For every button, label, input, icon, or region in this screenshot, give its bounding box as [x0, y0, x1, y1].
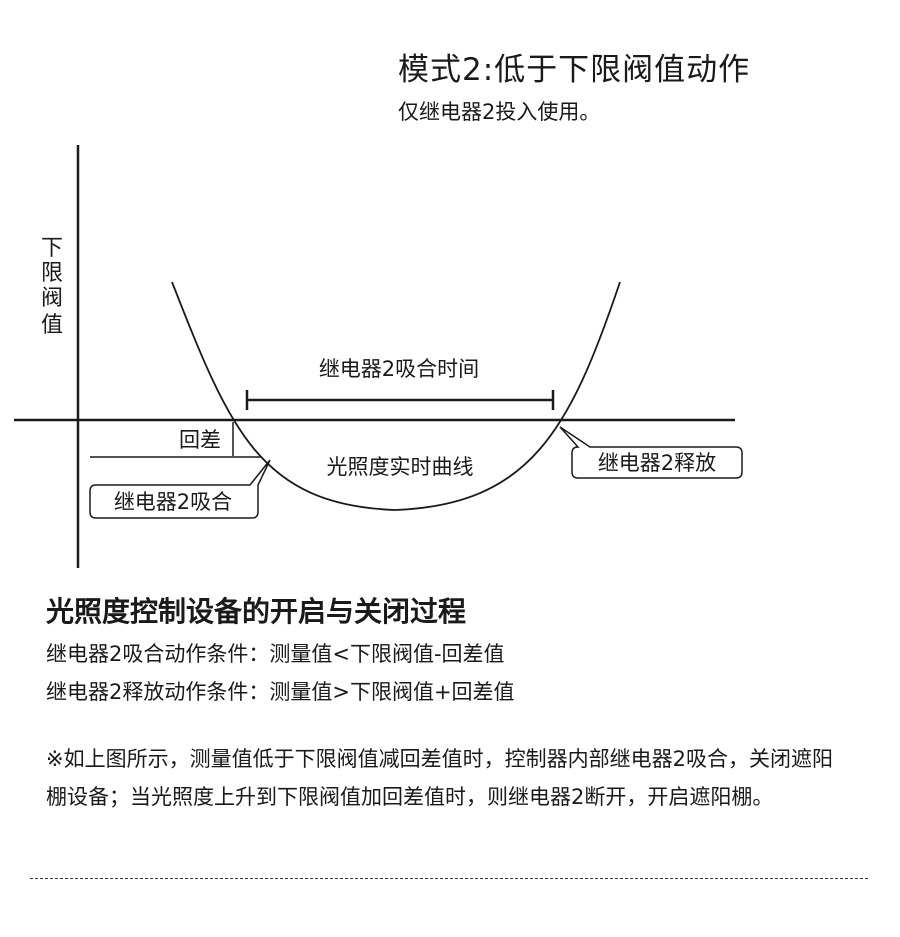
mode-title: 模式2:低于下限阀值动作: [398, 52, 751, 88]
y-axis-label-char: 限: [41, 261, 63, 286]
illuminance-curve: [171, 281, 621, 511]
curve-label: 光照度实时曲线: [327, 455, 474, 479]
relay-on-callout-label: 继电器2吸合: [114, 490, 232, 514]
relay-off-callout-box: [559, 426, 743, 479]
hysteresis-label: 回差: [179, 428, 221, 452]
relay-on-condition: 继电器2吸合动作条件：测量值<下限阀值-回差值: [46, 642, 505, 666]
on-duration-label: 继电器2吸合时间: [319, 357, 479, 381]
mode-subtitle: 仅继电器2投入使用。: [398, 100, 601, 124]
y-axis-label-char: 下: [41, 236, 63, 261]
section-title: 光照度控制设备的开启与关闭过程: [46, 595, 467, 628]
explanation-note: ※如上图所示，测量值低于下限阀值减回差值时，控制器内部继电器2吸合，关闭遮阳棚设…: [46, 747, 833, 809]
y-axis-label-char: 值: [41, 313, 63, 338]
relay-off-condition: 继电器2释放动作条件：测量值>下限阀值+回差值: [46, 680, 515, 704]
relay-off-callout-label: 继电器2释放: [598, 451, 716, 475]
y-axis-label-char: 阀: [41, 286, 63, 311]
threshold-diagram: 下 限 阀 值 继电器2吸合时间 回差 光照度实时曲线 继电器2吸合 继电器2释…: [14, 145, 743, 568]
dashed-divider: [30, 878, 868, 879]
relay-on-callout-box: [89, 459, 271, 519]
